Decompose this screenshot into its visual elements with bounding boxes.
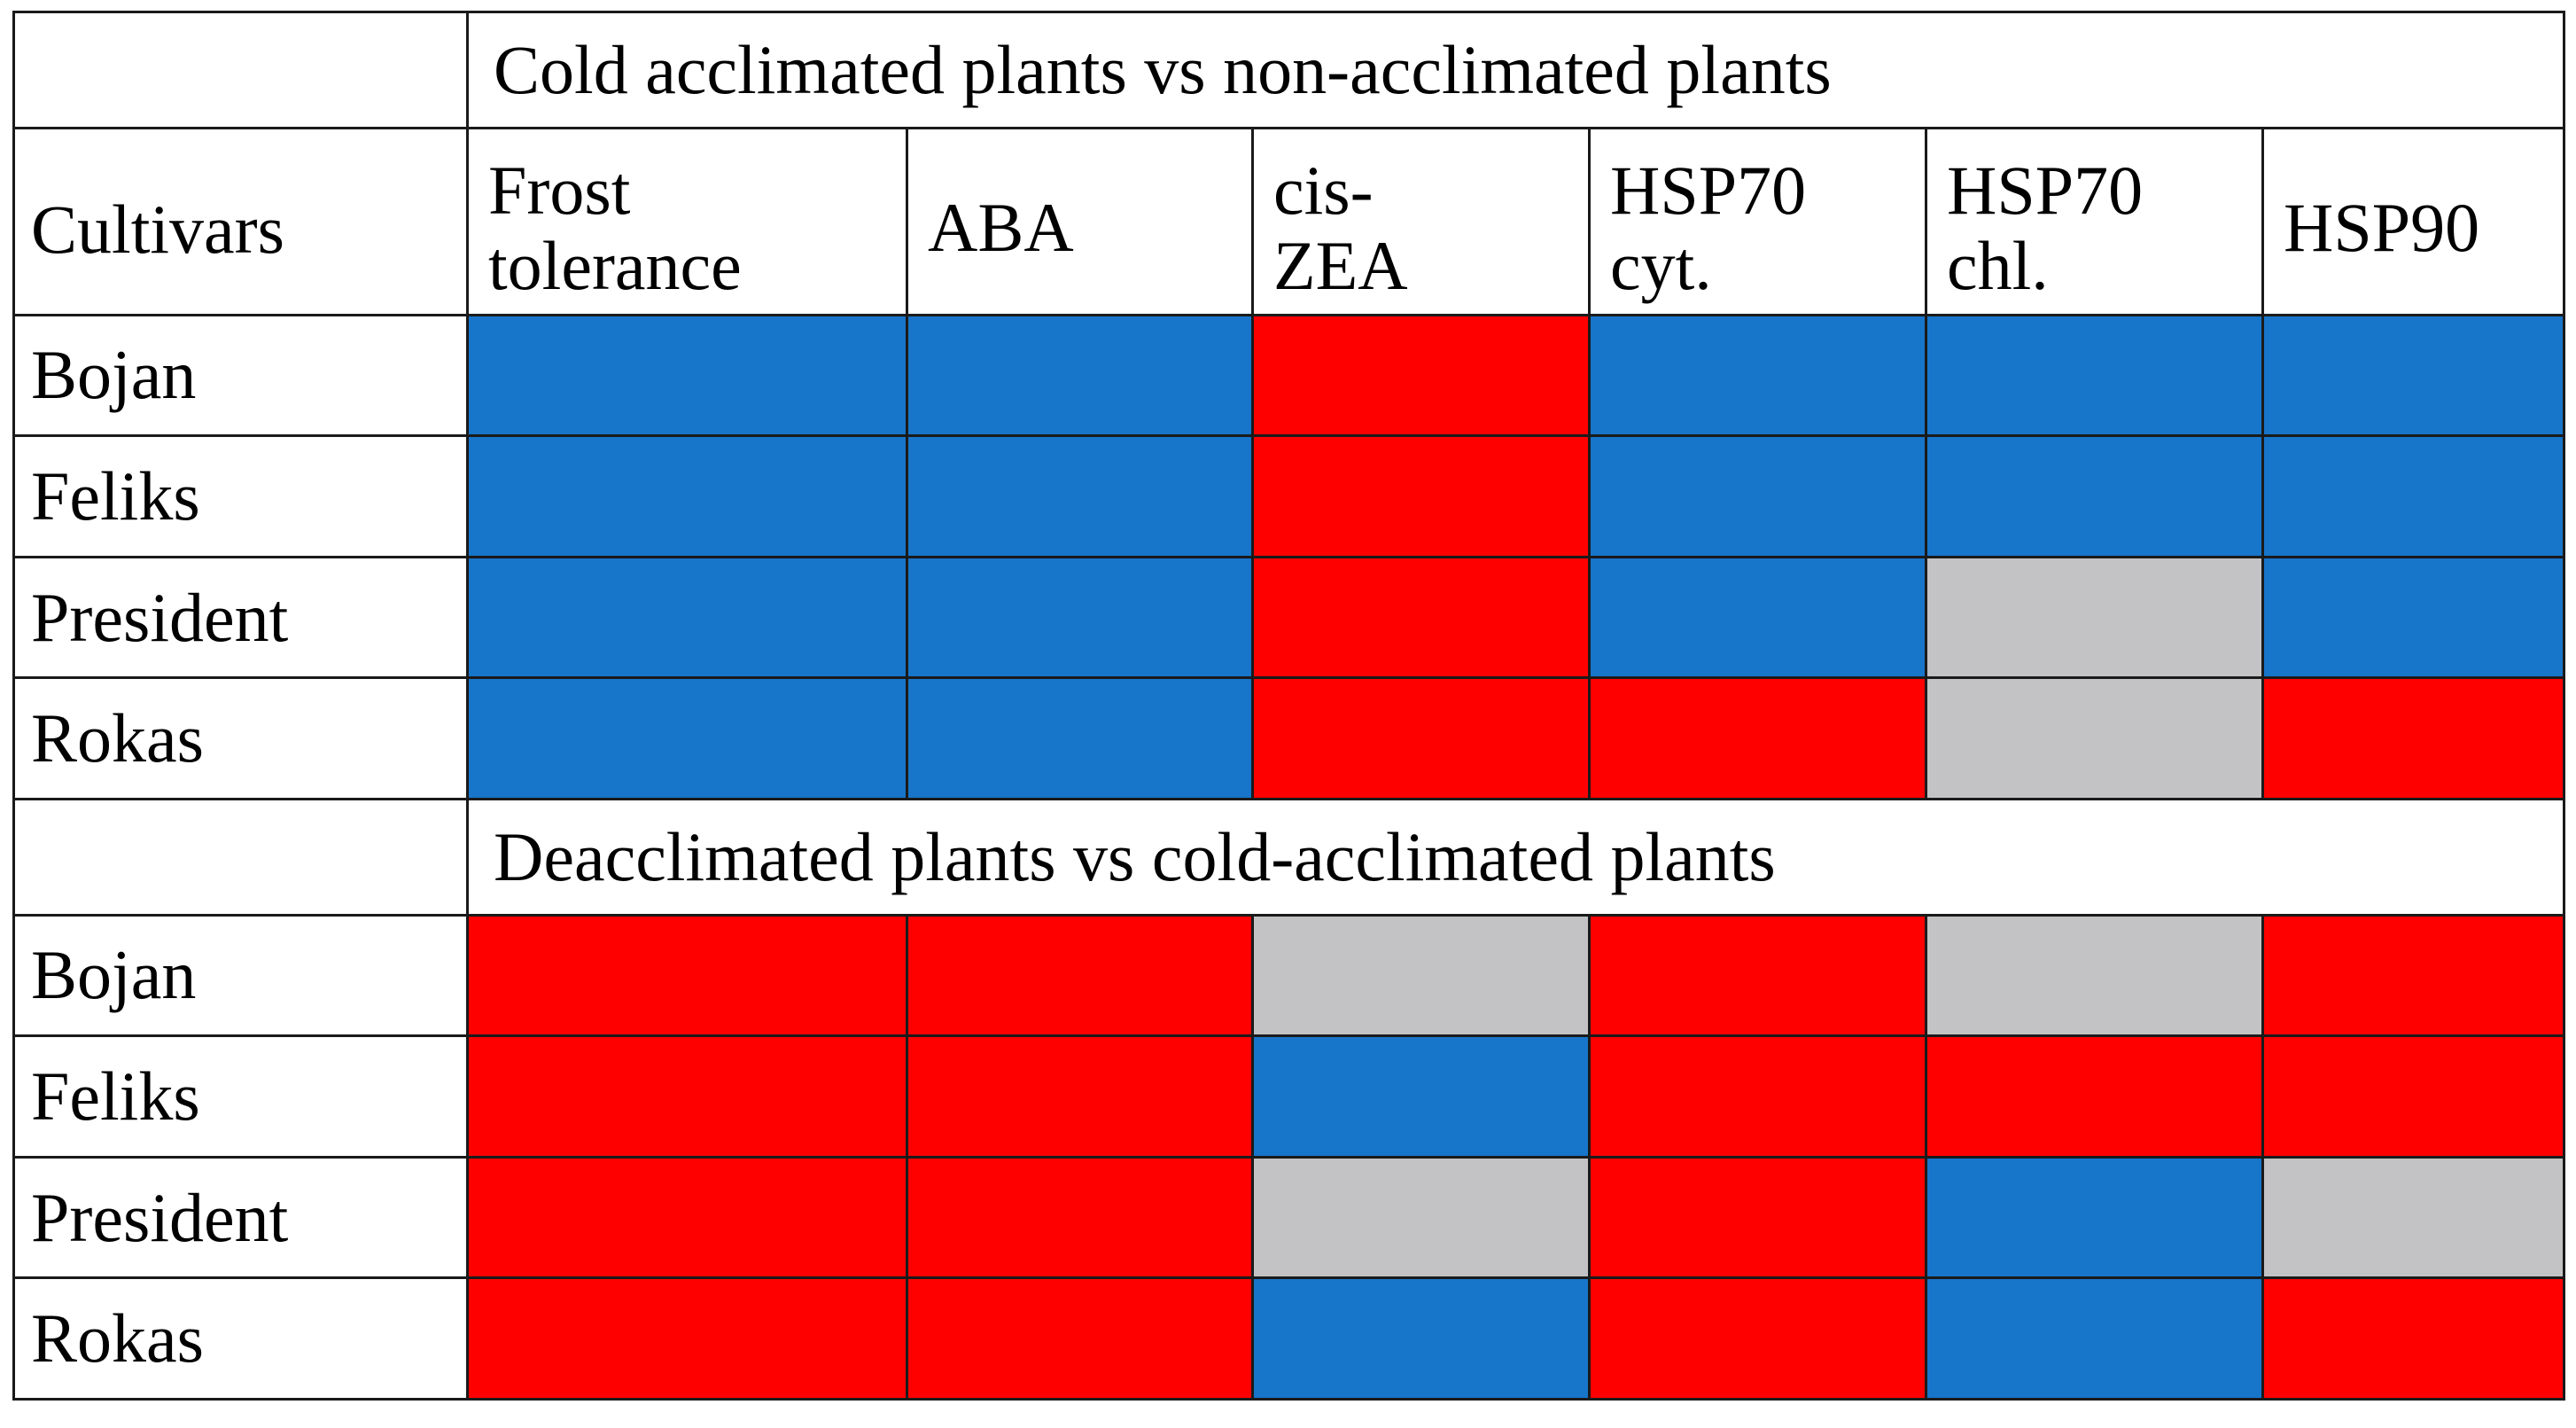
cell-swatch xyxy=(1925,434,2264,558)
column-header-line1: Frost xyxy=(488,152,631,230)
cell-swatch xyxy=(1925,313,2264,438)
column-header-aba: ABA xyxy=(906,126,1254,316)
column-header-line2: cyt. xyxy=(1610,226,1712,304)
section1-banner-row: Cold acclimated plants vs non-acclimated… xyxy=(12,11,2566,129)
section2-banner-row: Deacclimated plants vs cold-acclimated p… xyxy=(12,797,2566,917)
table-row: Rokas xyxy=(12,1276,2566,1401)
table-row: Feliks xyxy=(12,1034,2566,1159)
cell-swatch xyxy=(1925,555,2264,680)
table-row: Rokas xyxy=(12,676,2566,800)
row-label-cultivar: Rokas xyxy=(12,1276,469,1401)
cell-swatch xyxy=(466,555,908,680)
cell-swatch xyxy=(1251,555,1591,680)
cell-swatch xyxy=(1588,913,1927,1038)
cell-swatch xyxy=(2261,313,2566,438)
column-header-line2: chl. xyxy=(1947,226,2049,304)
cell-swatch xyxy=(1588,434,1927,558)
cell-swatch xyxy=(2261,1034,2566,1159)
cell-swatch xyxy=(1251,676,1591,800)
column-header-line1: HSP70 xyxy=(1947,152,2144,230)
row-label-cultivar: President xyxy=(12,555,469,680)
cell-swatch xyxy=(466,676,908,800)
cell-swatch xyxy=(466,434,908,558)
cell-swatch xyxy=(1588,555,1927,680)
cell-swatch xyxy=(1251,1276,1591,1401)
cell-swatch xyxy=(906,1155,1254,1280)
cell-swatch xyxy=(1925,1155,2264,1280)
column-header-cis-zea: cis- ZEA xyxy=(1251,126,1591,316)
cell-swatch xyxy=(1251,913,1591,1038)
cell-swatch xyxy=(1925,1276,2264,1401)
column-header-line2: tolerance xyxy=(488,226,742,304)
cell-swatch xyxy=(2261,676,2566,800)
cell-swatch xyxy=(1251,434,1591,558)
cultivars-header: Cultivars xyxy=(12,126,469,316)
table-row: Feliks xyxy=(12,434,2566,558)
row-label-cultivar: Feliks xyxy=(12,1034,469,1159)
table-row: Bojan xyxy=(12,913,2566,1038)
section1-banner-label: Cold acclimated plants vs non-acclimated… xyxy=(465,11,2566,129)
column-header-line1: HSP70 xyxy=(1610,152,1807,230)
row-label-cultivar: Bojan xyxy=(12,313,469,438)
cell-swatch xyxy=(906,555,1254,680)
comparison-heatmap-table: Cold acclimated plants vs non-acclimated… xyxy=(12,11,2566,1401)
comparison-heatmap-table-wrapper: Cold acclimated plants vs non-acclimated… xyxy=(12,11,2566,1401)
row-label-cultivar: Rokas xyxy=(12,676,469,800)
cell-swatch xyxy=(1925,1034,2264,1159)
cell-swatch xyxy=(466,1276,908,1401)
cell-swatch xyxy=(1588,676,1927,800)
cell-swatch xyxy=(466,1034,908,1159)
column-header-line1: cis- xyxy=(1273,152,1374,230)
cell-swatch xyxy=(906,313,1254,438)
cell-swatch xyxy=(1251,1034,1591,1159)
column-header-hsp70-chl: HSP70 chl. xyxy=(1925,126,2264,316)
cell-swatch xyxy=(2261,913,2566,1038)
column-header-line1: HSP90 xyxy=(2284,189,2480,267)
column-header-row: Cultivars Frost tolerance ABA cis- ZEA H… xyxy=(12,126,2566,316)
cell-swatch xyxy=(1588,1276,1927,1401)
cell-swatch xyxy=(1251,1155,1591,1280)
cell-swatch xyxy=(1588,1155,1927,1280)
section2-banner-label: Deacclimated plants vs cold-acclimated p… xyxy=(465,797,2566,917)
cell-swatch xyxy=(466,313,908,438)
table-row: Bojan xyxy=(12,313,2566,438)
cell-swatch xyxy=(2261,1276,2566,1401)
banner2-empty-corner xyxy=(12,797,469,917)
cell-swatch xyxy=(906,1276,1254,1401)
column-header-frost-tolerance: Frost tolerance xyxy=(466,126,908,316)
cell-swatch xyxy=(2261,1155,2566,1280)
column-header-hsp90: HSP90 xyxy=(2261,126,2566,316)
cell-swatch xyxy=(2261,555,2566,680)
cell-swatch xyxy=(906,913,1254,1038)
row-label-cultivar: Feliks xyxy=(12,434,469,558)
cell-swatch xyxy=(906,434,1254,558)
cell-swatch xyxy=(466,913,908,1038)
cell-swatch xyxy=(466,1155,908,1280)
cell-swatch xyxy=(906,676,1254,800)
cell-swatch xyxy=(1588,1034,1927,1159)
row-label-cultivar: Bojan xyxy=(12,913,469,1038)
banner1-empty-corner xyxy=(12,11,469,129)
column-header-hsp70-cyt: HSP70 cyt. xyxy=(1588,126,1927,316)
column-header-line2: ZEA xyxy=(1273,226,1408,304)
table-row: President xyxy=(12,555,2566,680)
cell-swatch xyxy=(1588,313,1927,438)
cell-swatch xyxy=(2261,434,2566,558)
cell-swatch xyxy=(1925,676,2264,800)
cell-swatch xyxy=(906,1034,1254,1159)
column-header-line1: ABA xyxy=(928,189,1074,267)
cell-swatch xyxy=(1251,313,1591,438)
row-label-cultivar: President xyxy=(12,1155,469,1280)
cell-swatch xyxy=(1925,913,2264,1038)
table-row: President xyxy=(12,1155,2566,1280)
